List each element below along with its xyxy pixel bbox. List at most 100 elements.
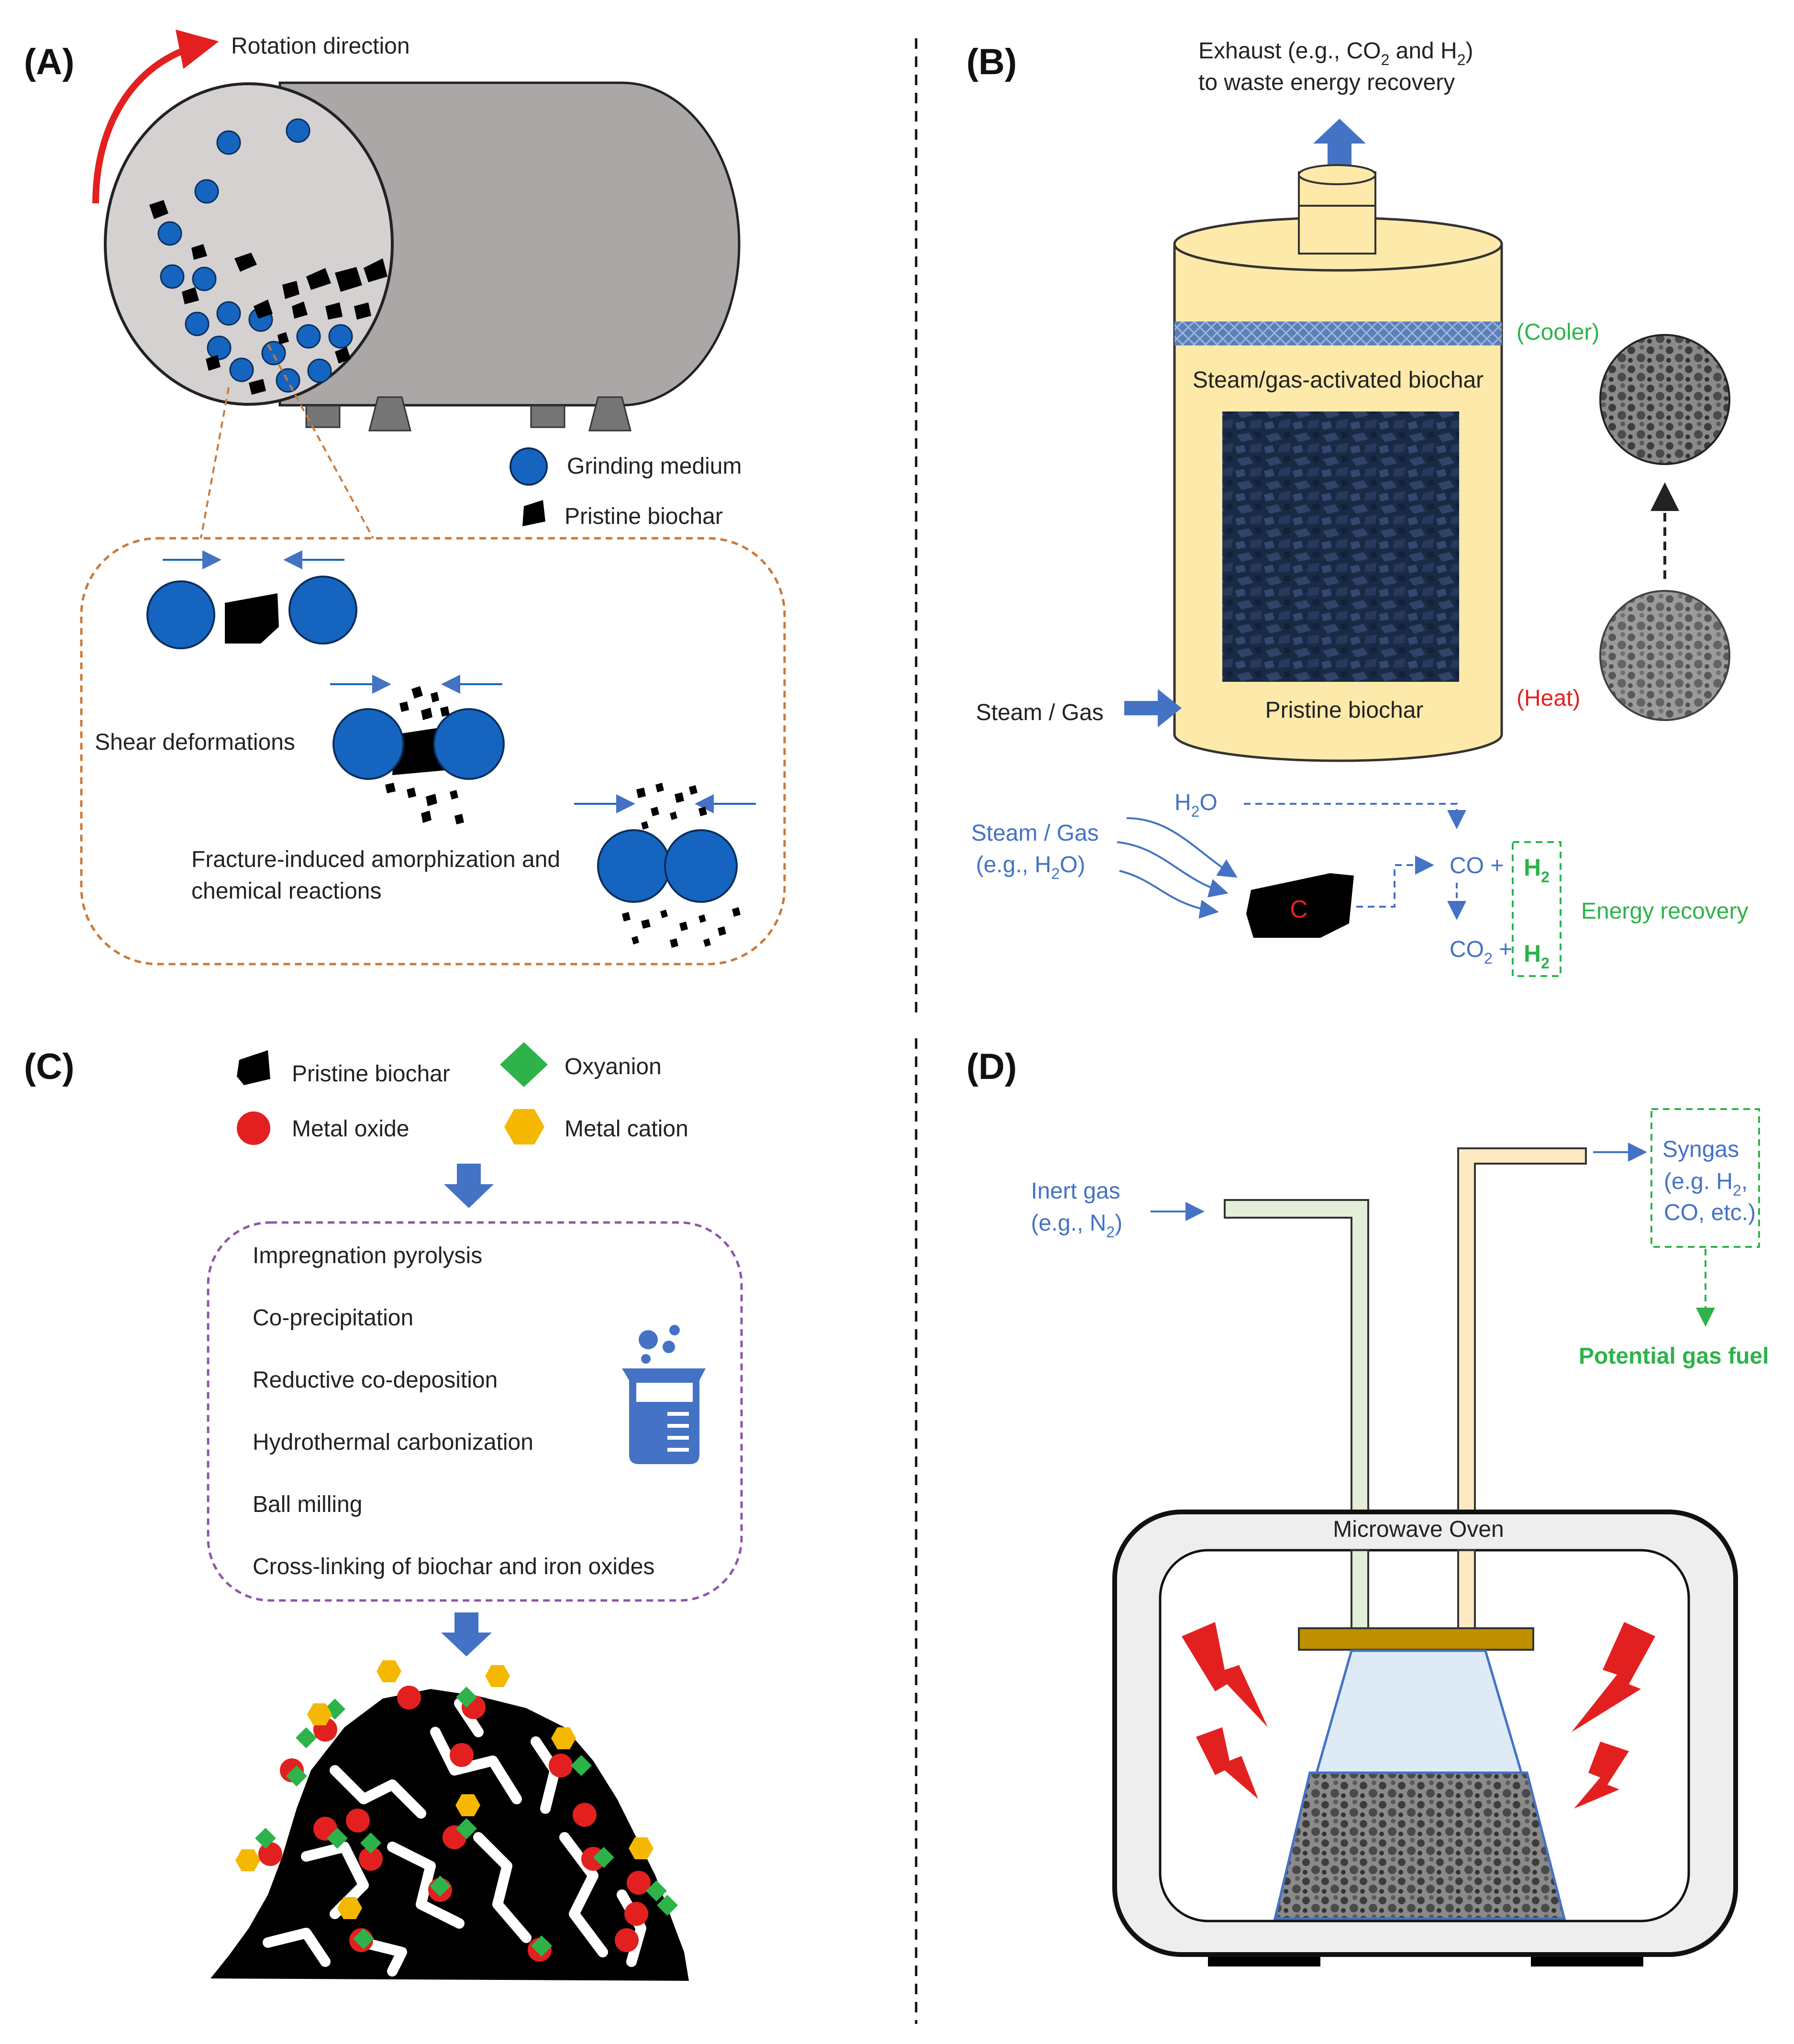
rotation-arrow: [92, 29, 219, 204]
h2-product-label: H2: [1524, 940, 1550, 972]
h2-box: [1512, 841, 1561, 977]
sem-image-pristine: [1599, 590, 1730, 721]
method-item: Hydrothermal carbonization: [253, 1430, 533, 1455]
rotation-label: Rotation direction: [231, 33, 410, 59]
legend-oxyanion-label: Oxyanion: [565, 1054, 662, 1079]
fracture-label-line1: Fracture-induced amorphization and: [191, 847, 560, 872]
drum-foot: [368, 396, 411, 432]
panel-a-label: (A): [24, 42, 75, 82]
co2-product-label: CO2 +: [1450, 937, 1512, 967]
biochar-fragments: [622, 783, 741, 948]
panel-a: (A) Rotation direction: [24, 29, 786, 966]
panel-c: (C) Pristine biochar Oxyanion Metal oxid…: [24, 1042, 743, 1981]
inlet-pipe-inner: [1351, 1549, 1369, 1633]
syngas-example-line1: (e.g. H2,: [1664, 1169, 1748, 1199]
drum-face: [104, 82, 394, 406]
panel-c-label: (C): [24, 1046, 75, 1087]
pristine-biochar-label: Pristine biochar: [1265, 698, 1424, 723]
exhaust-label-line2: to waste energy recovery: [1198, 70, 1455, 95]
exhaust-label-line1: Exhaust (e.g., CO2 and H2): [1198, 38, 1473, 68]
panel-d-label: (D): [966, 1046, 1017, 1087]
activated-biochar-label: Steam/gas-activated biochar: [1193, 367, 1484, 393]
grinding-ball: [146, 580, 215, 649]
legend-metal-cation-swatch: [504, 1109, 544, 1144]
reactor-outlet-neck: [1298, 205, 1376, 255]
steam-flow-arrow: [1119, 870, 1219, 919]
grinding-ball: [288, 576, 357, 644]
panel-b: (B) Exhaust (e.g., CO2 and H2) to waste …: [966, 38, 1748, 977]
legend-oxyanion-swatch: [500, 1042, 548, 1087]
legend-grinding-medium-swatch: [509, 447, 548, 486]
steam-inlet-arrow: [1124, 689, 1182, 727]
fracture-label-line2: chemical reactions: [191, 878, 382, 904]
oxyanion-particles: [255, 1687, 678, 1956]
h2o-dashed-arrow: [1244, 803, 1466, 829]
steam-example-label: (e.g., H2O): [976, 852, 1085, 882]
biochar-particle: [392, 727, 445, 775]
legend-pristine-biochar-swatch: [522, 500, 545, 526]
biochar-photo: [1222, 411, 1459, 682]
steam-flow-arrow: [1126, 817, 1238, 878]
steam-gas-label: Steam / Gas: [971, 821, 1099, 846]
biochar-fragments: [385, 686, 464, 824]
method-item: Impregnation pyrolysis: [253, 1243, 482, 1268]
drum-biochar: [149, 200, 388, 395]
legend-biochar-swatch: [237, 1050, 270, 1085]
inert-gas-label: Inert gas: [1031, 1178, 1120, 1204]
process-arrow: [441, 1612, 492, 1656]
oven-label: Microwave Oven: [1333, 1517, 1504, 1542]
beaker-icon: [622, 1325, 706, 1464]
carbon-particle: [1246, 873, 1354, 938]
biochar-particle: [225, 593, 279, 644]
legend-metal-cation-label: Metal cation: [565, 1116, 688, 1142]
heat-label: (Heat): [1517, 686, 1580, 711]
grinding-ball: [664, 829, 738, 903]
legend-pristine-biochar-label: Pristine biochar: [565, 504, 723, 529]
inert-gas-example: (e.g., N2): [1031, 1211, 1122, 1241]
method-item: Reductive co-deposition: [253, 1367, 498, 1393]
cooler-mesh: [1174, 322, 1502, 345]
shear-label: Shear deformations: [95, 730, 295, 755]
energy-recovery-label: Energy recovery: [1581, 899, 1748, 924]
h2-product-label: H2: [1524, 854, 1550, 886]
syngas-label: Syngas: [1662, 1137, 1739, 1162]
syngas-example-line2: CO, etc.): [1664, 1200, 1756, 1225]
zoom-line: [267, 344, 374, 539]
co-product-label: CO +: [1450, 853, 1504, 878]
reactor-lid: [1298, 1627, 1534, 1651]
method-item: Cross-linking of biochar and iron oxides: [253, 1554, 654, 1579]
method-item: Co-precipitation: [253, 1305, 413, 1331]
legend-metal-oxide-label: Metal oxide: [292, 1116, 409, 1142]
drum-foot: [305, 405, 341, 428]
h2o-label: H2O: [1174, 790, 1218, 820]
grinding-ball: [433, 708, 505, 780]
exhaust-arrow: [1313, 119, 1366, 177]
legend-biochar-label: Pristine biochar: [292, 1061, 450, 1087]
grinding-ball: [332, 708, 404, 780]
panel-d: (D) Inert gas (e.g., N2) Syngas (e.g. H2…: [966, 1046, 1769, 1966]
steam-flow-arrow: [1117, 841, 1229, 898]
reaction-dashed-arrow: [1356, 855, 1434, 908]
legend-grinding-medium-label: Grinding medium: [567, 454, 742, 479]
grinding-ball: [597, 829, 671, 903]
panel-b-label: (B): [966, 42, 1017, 82]
outlet-pipe-inner: [1457, 1549, 1476, 1633]
legend-metal-oxide-swatch: [237, 1111, 270, 1145]
mechanism-inset: [80, 537, 786, 966]
process-arrow: [444, 1164, 494, 1208]
potential-fuel-label: Potential gas fuel: [1579, 1344, 1769, 1369]
biochar-bed: [1273, 1771, 1566, 1920]
metal-cation-particles: [235, 1660, 653, 1919]
steam-inlet-label: Steam / Gas: [976, 700, 1104, 725]
methods-box: [207, 1221, 743, 1602]
drum-body: [278, 81, 741, 407]
drum-foot: [588, 396, 631, 432]
syngas-box: [1650, 1108, 1760, 1248]
carbon-label: C: [1290, 896, 1308, 923]
method-item: Ball milling: [253, 1492, 362, 1517]
cooler-label: (Cooler): [1517, 320, 1599, 345]
microwave-lightning-icon: [1182, 1622, 1655, 1809]
reactor-outlet-top: [1298, 164, 1376, 185]
zoom-line: [200, 387, 230, 539]
